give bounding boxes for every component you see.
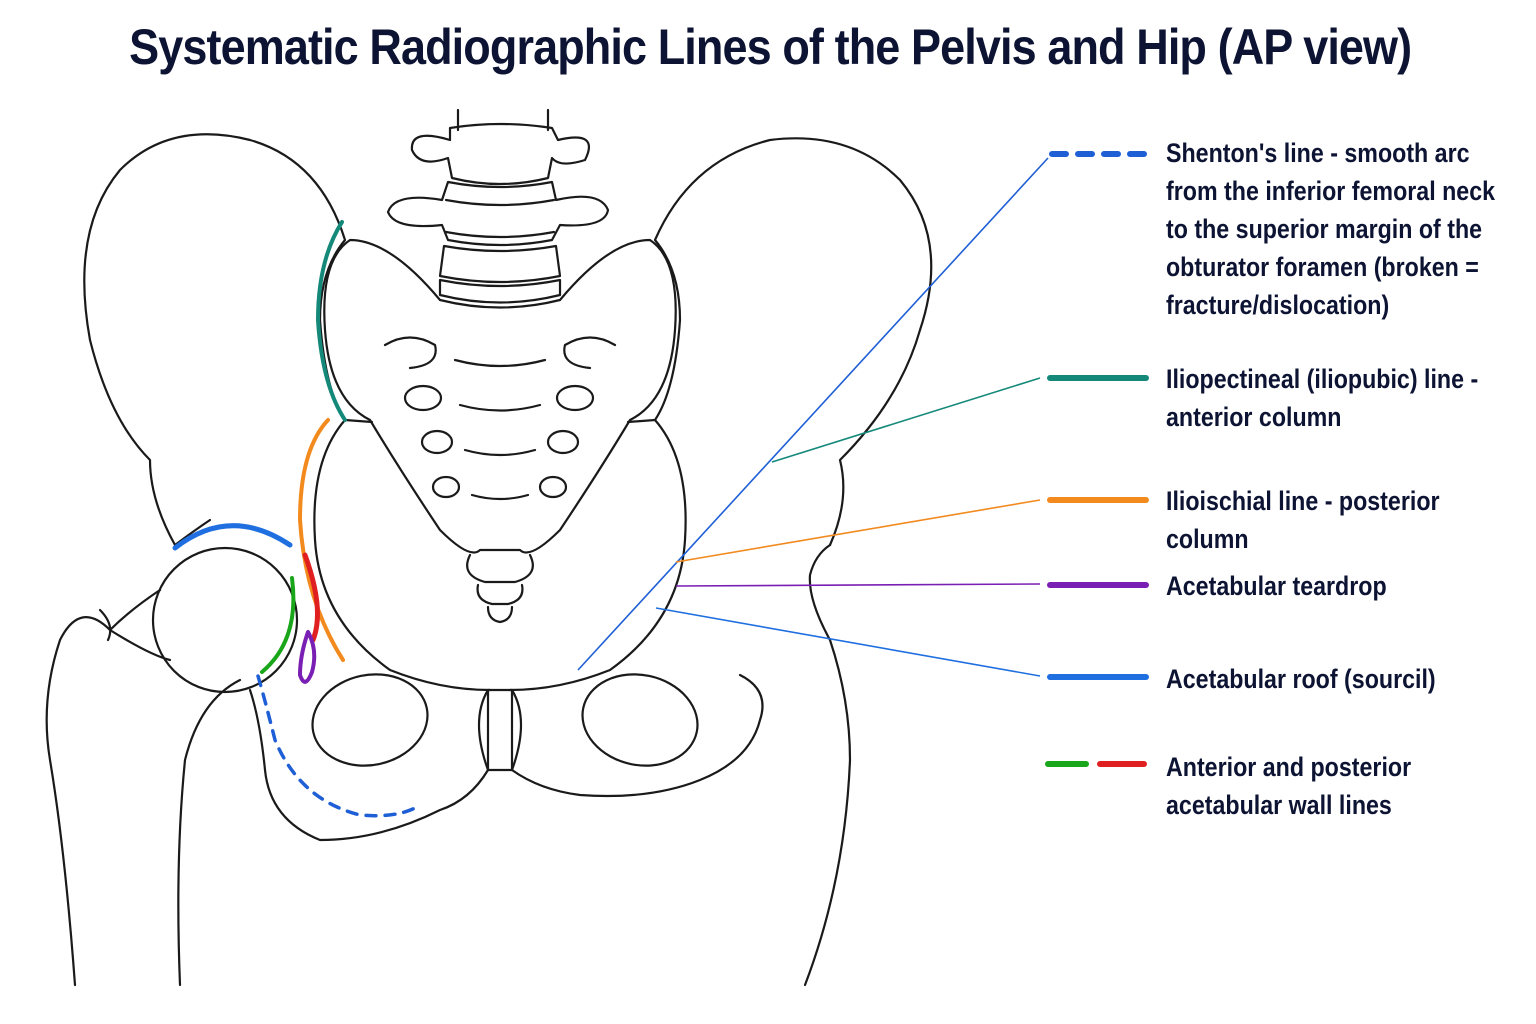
lumbar-spine: [386, 108, 610, 304]
legend-label-ilioischial: Ilioischial line - posterior column: [1166, 486, 1440, 554]
pubic-region: [248, 673, 764, 842]
acetabular-roof-line: [172, 523, 293, 551]
left-hemipelvis: [83, 133, 492, 692]
legend-label-shenton: Shenton's line - smooth arc from the inf…: [1166, 138, 1496, 320]
legend-label-iliopectineal: Iliopectineal (iliopubic) line - anterio…: [1166, 364, 1479, 432]
leader-shenton: [577, 157, 1049, 671]
ilioischial-line: [298, 418, 345, 662]
posterior-wall-line: [302, 552, 320, 643]
leader-iliopectineal: [771, 377, 1041, 463]
right-hemipelvis: [508, 137, 933, 987]
page-title: Systematic Radiographic Lines of the Pel…: [129, 19, 1412, 75]
acetabular-teardrop: [298, 630, 317, 684]
legend-label-walls: Anterior and posterior acetabular wall l…: [1166, 752, 1412, 820]
iliopectineal-line: [316, 220, 347, 422]
anterior-wall-line: [260, 576, 296, 674]
leader-teardrop: [675, 583, 1041, 587]
legend-label-roof: Acetabular roof (sourcil): [1166, 664, 1436, 694]
leader-ilioischial: [675, 499, 1041, 563]
shentons-line: [256, 674, 417, 818]
left-femur: [45, 546, 299, 987]
leader-roof: [655, 607, 1041, 677]
legend-label-teardrop: Acetabular teardrop: [1166, 571, 1387, 601]
sacrum: [323, 238, 677, 624]
